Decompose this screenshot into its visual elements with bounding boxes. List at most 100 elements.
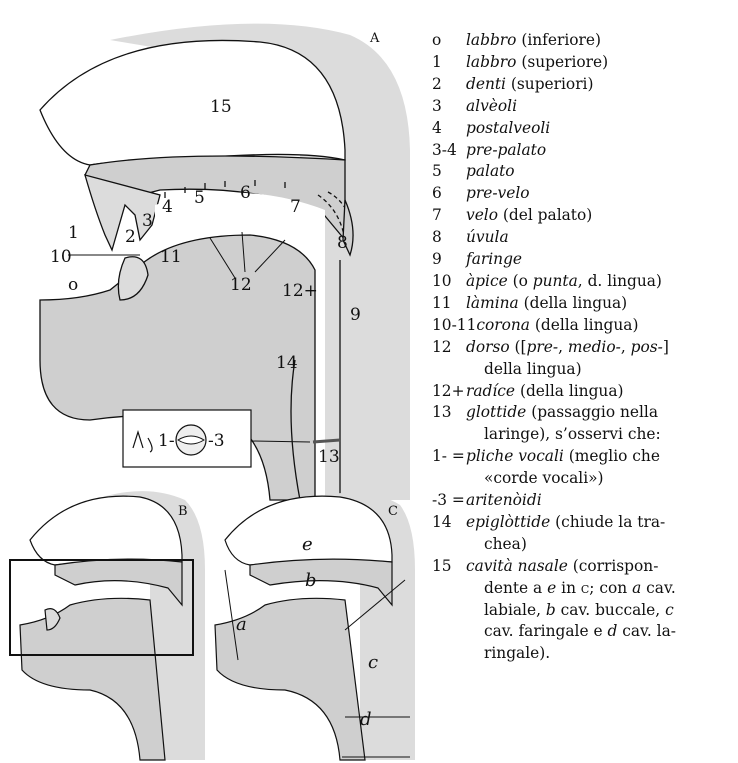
legend-text-part: (inferiore)	[516, 31, 601, 49]
legend-text: labiale, b cav. buccale, c	[466, 600, 674, 622]
label-13: 13	[318, 447, 340, 467]
legend-text-part: ,	[621, 338, 631, 356]
legend-text-part: glottide	[466, 403, 526, 421]
legend-number	[432, 600, 466, 622]
label-e: e	[302, 534, 313, 555]
legend-text-part: cav. faringale e	[484, 622, 607, 640]
legend-item: chea)	[432, 534, 732, 556]
panel-c-label: C	[388, 504, 398, 519]
legend-text-part: punta	[533, 272, 578, 290]
legend-text: postalveoli	[466, 118, 550, 140]
legend-text: «corde vocali»)	[466, 468, 604, 490]
legend-item: olabbro (inferiore)	[432, 30, 732, 52]
legend-text-part: postalveoli	[466, 119, 550, 137]
inset-label-left: 1-	[158, 431, 175, 451]
legend-text-part: àpice	[466, 272, 508, 290]
label-9: 9	[350, 305, 361, 325]
legend-text: chea)	[466, 534, 527, 556]
label-a: a	[236, 614, 247, 635]
legend-number: 3	[432, 96, 466, 118]
legend-number	[432, 359, 466, 381]
legend-text-part: ([	[510, 338, 527, 356]
legend-item: «corde vocali»)	[432, 468, 732, 490]
label-d: d	[360, 709, 372, 730]
label-15: 15	[210, 97, 232, 117]
label-10: 10	[50, 247, 72, 267]
legend-number: 10	[432, 271, 466, 293]
label-8: 8	[337, 233, 348, 253]
legend-number: 4	[432, 118, 466, 140]
legend-text-part: làmina	[466, 294, 519, 312]
legend-text: radíce (della lingua)	[466, 381, 624, 403]
legend-text-part: della lingua)	[484, 360, 582, 378]
legend-number: 10-11	[432, 315, 476, 337]
legend-text-part: (della lingua)	[519, 294, 627, 312]
legend-text-part: e	[547, 579, 556, 597]
legend-text-part: labiale,	[484, 601, 546, 619]
panel-b-label: B	[178, 504, 188, 519]
legend-text-part: labbro	[466, 53, 516, 71]
legend-text: cav. faringale e d cav. la-	[466, 621, 676, 643]
legend-text-part: , d. lingua)	[578, 272, 662, 290]
panel-a-diagram: A 15 1 2 3 4 5 6 7 8 10 11 o 12 12+ 9 14…	[40, 24, 410, 500]
legend-text-part: (superiore)	[516, 53, 608, 71]
legend-number: 6	[432, 183, 466, 205]
legend-text-part: (della lingua)	[530, 316, 638, 334]
legend-text: labbro (superiore)	[466, 52, 608, 74]
legend-number: 7	[432, 205, 466, 227]
legend-number	[432, 424, 466, 446]
label-6: 6	[240, 183, 251, 203]
legend-text: faringe	[466, 249, 522, 271]
legend-item: 13glottide (passaggio nella	[432, 402, 732, 424]
legend-text: della lingua)	[466, 359, 582, 381]
legend-item: della lingua)	[432, 359, 732, 381]
legend-item: 12+radíce (della lingua)	[432, 381, 732, 403]
legend-text-part: labbro	[466, 31, 516, 49]
label-11: 11	[160, 247, 182, 267]
legend-text: ringale).	[466, 643, 550, 665]
legend-text-part: faringe	[466, 250, 522, 268]
label-12: 12	[230, 275, 252, 295]
legend-text-part: laringe), s’osservi che:	[484, 425, 661, 443]
legend-text-part: cavità nasale	[466, 557, 568, 575]
glottis-mark	[313, 440, 340, 442]
legend-item: 10-11corona (della lingua)	[432, 315, 732, 337]
legend-number: 12	[432, 337, 466, 359]
panel-c-diagram: C e b a c d	[215, 493, 415, 761]
legend-number: 5	[432, 161, 466, 183]
legend-item: 3-4pre-palato	[432, 140, 732, 162]
legend-text-part: corona	[476, 316, 530, 334]
legend-text: pre-palato	[466, 140, 546, 162]
legend-number: 9	[432, 249, 466, 271]
b-nasal-cavity	[30, 496, 182, 565]
legend-number: o	[432, 30, 466, 52]
legend-text: dente a e in c; con a cav.	[466, 578, 676, 600]
legend-text-part: pre-velo	[466, 184, 530, 202]
inset-label-right: -3	[208, 431, 225, 451]
legend-text-part: b	[546, 601, 556, 619]
legend-text: denti (superiori)	[466, 74, 593, 96]
label-c: c	[368, 652, 378, 673]
legend-text-part: medio-	[568, 338, 621, 356]
legend-text-part: cav. la-	[617, 622, 676, 640]
legend-text-part: pos-	[631, 338, 663, 356]
legend-text-part: (passaggio nella	[526, 403, 658, 421]
legend-text-part: aritenòidi	[466, 491, 542, 509]
legend-text-part: velo	[466, 206, 498, 224]
legend-text: palato	[466, 161, 515, 183]
legend-text-part: (o	[508, 272, 533, 290]
legend-text-part: (meglio che	[564, 447, 660, 465]
legend-number: 11	[432, 293, 466, 315]
legend-item: 1- =pliche vocali (meglio che	[432, 446, 732, 468]
legend-number: 2	[432, 74, 466, 96]
b-tongue-body	[20, 598, 165, 760]
legend-number: -3 =	[432, 490, 466, 512]
vocal-tract-figure: A 15 1 2 3 4 5 6 7 8 10 11 o 12 12+ 9 14…	[0, 0, 430, 763]
